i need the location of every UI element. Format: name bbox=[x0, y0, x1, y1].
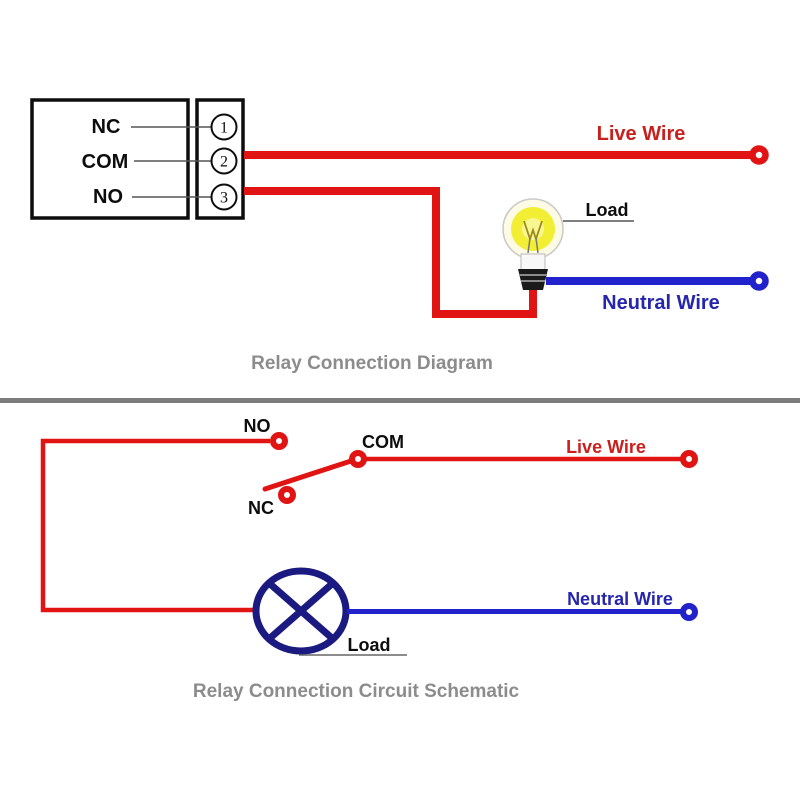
no-switched-wire bbox=[244, 187, 537, 318]
live-wire-endpoint bbox=[749, 145, 769, 165]
switch-arm bbox=[262, 458, 354, 492]
terminal-label-com: COM bbox=[82, 151, 129, 173]
com-contact-label: COM bbox=[362, 432, 404, 452]
schematic-neutral-endpoint bbox=[680, 603, 698, 621]
section-divider bbox=[0, 398, 800, 403]
schematic-loop-wire bbox=[40, 438, 270, 613]
nc-contact-terminal bbox=[278, 486, 296, 504]
terminal-label-nc: NC bbox=[92, 116, 121, 138]
relay-body-box bbox=[30, 98, 190, 220]
pin-circle-3 bbox=[210, 183, 238, 211]
pin-circle-1 bbox=[210, 113, 238, 141]
no-contact-label: NO bbox=[244, 416, 271, 436]
schematic-neutral-wire-label: Neutral Wire bbox=[567, 589, 673, 609]
top-caption: Relay Connection Diagram bbox=[251, 353, 493, 374]
pin-circle-2 bbox=[210, 147, 238, 175]
schematic-load-label: Load bbox=[348, 635, 391, 655]
pin-number-3: 3 bbox=[220, 190, 228, 207]
lamp-symbol-icon bbox=[252, 567, 350, 655]
nc-contact-label: NC bbox=[248, 498, 274, 518]
bottom-caption: Relay Connection Circuit Schematic bbox=[193, 681, 520, 702]
pin-number-2: 2 bbox=[220, 154, 228, 171]
com-contact-terminal bbox=[349, 450, 367, 468]
pin-number-1: 1 bbox=[220, 120, 228, 137]
light-bulb-icon bbox=[502, 198, 564, 290]
neutral-wire-endpoint bbox=[749, 271, 769, 291]
relay-circuit-schematic: NO NC COM Live Wire Load Neutral Wire Re… bbox=[40, 416, 698, 702]
load-label: Load bbox=[586, 200, 629, 220]
relay-connection-diagram: NC COM NO 1 2 3 Live Wire L bbox=[30, 98, 769, 374]
terminal-label-no: NO bbox=[93, 186, 123, 208]
neutral-wire-label: Neutral Wire bbox=[602, 292, 720, 314]
schematic-live-wire-label: Live Wire bbox=[566, 437, 646, 457]
live-wire-label: Live Wire bbox=[597, 123, 686, 145]
no-contact-terminal bbox=[270, 432, 288, 450]
schematic-live-endpoint bbox=[680, 450, 698, 468]
